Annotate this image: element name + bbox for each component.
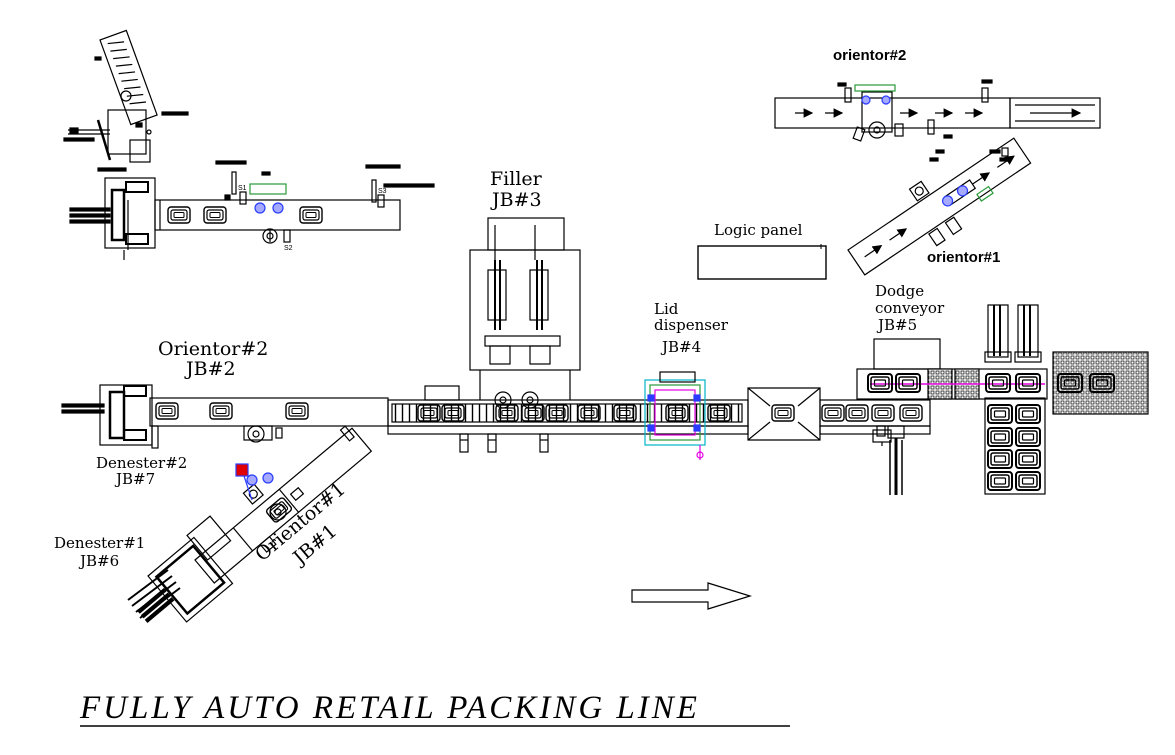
dodge-conveyor-jb-label: JB#5 bbox=[876, 316, 917, 334]
lid-dispenser-label-2: dispenser bbox=[654, 316, 729, 334]
top-left-orientor-conveyor bbox=[69, 160, 435, 260]
lid-dispenser-jb-label: JB#4 bbox=[660, 338, 701, 356]
sensor-s2-label: S2 bbox=[284, 245, 293, 252]
lid-dispenser-label-1: Lid bbox=[654, 300, 679, 318]
top-left-denester bbox=[63, 29, 189, 172]
filler-jb-label: JB#3 bbox=[490, 189, 542, 211]
orientor2-main-jb-label: JB#2 bbox=[184, 358, 236, 380]
dodge-conveyor-label-2: conveyor bbox=[875, 299, 945, 317]
orientor2-top-label: orientor#2 bbox=[833, 47, 906, 64]
diagram-title: FULLY AUTO RETAIL PACKING LINE bbox=[79, 690, 700, 726]
dodge-conveyor-label-1: Dodge bbox=[875, 282, 924, 300]
sensor-s1-label: S1 bbox=[238, 185, 247, 192]
orientor2-main-label: Orientor#2 bbox=[158, 338, 268, 360]
sensor-s3-label: S3 bbox=[378, 188, 387, 195]
filler-label: Filler bbox=[490, 168, 543, 190]
main-conveyor bbox=[61, 304, 1149, 495]
top-right-orientor-section bbox=[774, 79, 1101, 276]
denester2-label: Denester#2 bbox=[96, 454, 187, 472]
denester2-jb-label: JB#7 bbox=[114, 470, 155, 488]
orientor1-diagonal bbox=[127, 425, 373, 623]
denester1-jb-label: JB#6 bbox=[78, 552, 119, 570]
denester1-label: Denester#1 bbox=[54, 534, 145, 552]
filler bbox=[469, 217, 581, 400]
logic-panel-label: Logic panel bbox=[714, 221, 803, 239]
flow-direction-arrow bbox=[631, 582, 753, 610]
orientor1-top-label: orientor#1 bbox=[927, 249, 1000, 266]
logic-panel bbox=[697, 244, 827, 280]
